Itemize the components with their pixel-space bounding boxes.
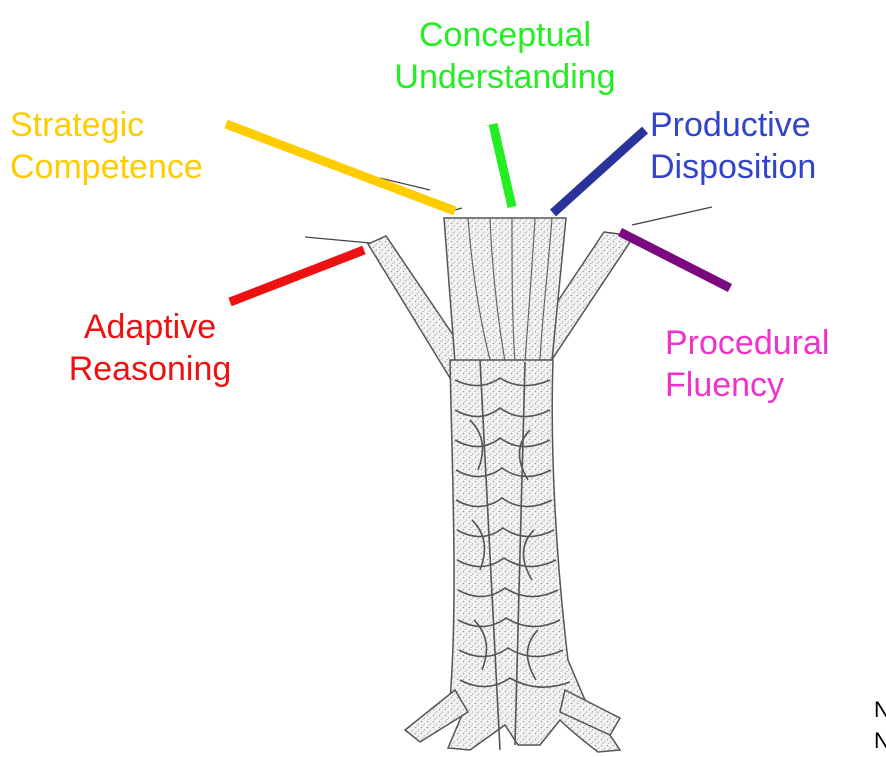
label-adaptive-line2: Reasoning [30, 348, 270, 390]
cut-off-text-2: N [874, 727, 886, 755]
label-procedural-line2: Fluency [665, 364, 829, 406]
pointer-conceptual-understanding [493, 124, 512, 207]
rope-braid-trunk [448, 360, 620, 752]
label-adaptive-reasoning: Adaptive Reasoning [30, 306, 270, 390]
rope-strand-center-bundle [444, 218, 566, 362]
rope-illustration [305, 178, 712, 752]
label-productive-line1: Productive [650, 104, 816, 146]
pointer-adaptive-reasoning [230, 250, 364, 302]
pointer-procedural-fluency [620, 232, 730, 288]
label-conceptual-understanding: Conceptual Understanding [330, 14, 680, 98]
label-conceptual-line2: Understanding [330, 56, 680, 98]
label-procedural-fluency: Procedural Fluency [665, 322, 829, 406]
label-strategic-line2: Competence [10, 146, 203, 188]
label-procedural-line1: Procedural [665, 322, 829, 364]
label-productive-disposition: Productive Disposition [650, 104, 816, 188]
pointer-strategic-competence [226, 124, 455, 211]
pointer-productive-disposition [553, 130, 645, 213]
label-strategic-line1: Strategic [10, 104, 203, 146]
label-conceptual-line1: Conceptual [330, 14, 680, 56]
label-productive-line2: Disposition [650, 146, 816, 188]
label-adaptive-line1: Adaptive [30, 306, 270, 348]
cut-off-text-1: N [874, 696, 886, 724]
label-strategic-competence: Strategic Competence [10, 104, 203, 188]
